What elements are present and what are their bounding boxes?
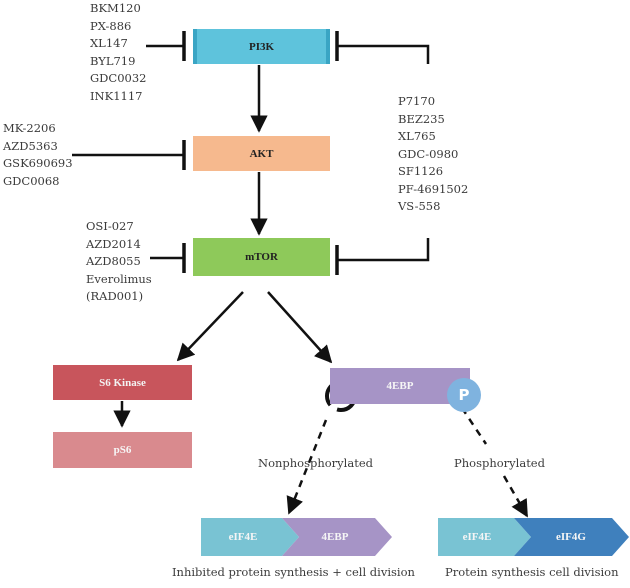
drug-label: Everolimus	[86, 271, 152, 286]
phosphate-icon: P	[447, 378, 481, 412]
mtor-label: mTOR	[245, 251, 278, 263]
dual-inhibitor-list: P7170 BEZ235 XL765 GDC-0980 SF1126 PF-46…	[398, 93, 468, 216]
4ebp-node: 4EBP	[330, 368, 470, 404]
eif4e-shape-left	[201, 518, 299, 556]
eif4g-shape	[514, 518, 629, 556]
drug-label: AZD2014	[86, 236, 141, 251]
inhibition-line	[337, 44, 430, 64]
pi3k-label: PI3K	[248, 40, 275, 53]
drug-label: MK-2206	[3, 121, 56, 135]
activation-arrow	[176, 291, 244, 362]
drug-label: GDC0032	[90, 71, 147, 85]
pi3k-node: PI3K	[193, 29, 330, 64]
drug-label: BKM120	[90, 1, 141, 15]
s6-kinase-node: S6 Kinase	[53, 365, 192, 400]
drug-label: PX-886	[90, 18, 132, 33]
drug-label: INK1117	[90, 88, 143, 103]
pi3k-inhibitor-list: BKM120 PX-886 XL147 BYL719 GDC0032 INK11…	[90, 0, 146, 105]
drug-label: GSK690693	[3, 156, 73, 170]
4ebp-complex-label: 4EBP	[321, 531, 349, 543]
dashed-arrow	[286, 419, 328, 515]
mtor-node: mTOR	[193, 238, 330, 276]
4ebp-shape	[282, 518, 392, 556]
drug-label: GDC-0980	[398, 146, 459, 161]
nonphosphorylated-label: Nonphosphorylated	[258, 456, 373, 470]
ps6-label: pS6	[113, 444, 132, 456]
eif4e-shape-right	[438, 518, 531, 556]
drug-label: XL765	[398, 129, 436, 143]
inhibition-line	[337, 238, 430, 262]
drug-label: VS-558	[398, 199, 441, 213]
ps6-node: pS6	[53, 432, 192, 468]
akt-node: AKT	[193, 136, 330, 171]
4ebp-label: 4EBP	[386, 380, 414, 392]
s6-kinase-label: S6 Kinase	[99, 376, 146, 389]
eif4e-left-label-box: eIF4E	[212, 518, 274, 556]
drug-label: AZD8055	[86, 254, 141, 268]
drug-label: OSI-027	[86, 219, 134, 233]
eif4e-right-label-box: eIF4E	[446, 518, 508, 556]
eif4e-label: eIF4E	[462, 531, 492, 543]
drug-label: BYL719	[90, 53, 136, 68]
activation-arrow	[267, 291, 333, 364]
left-outcome-caption: Inhibited protein synthesis + cell divis…	[172, 565, 415, 579]
drug-label: XL147	[90, 36, 128, 50]
eif4g-label: eIF4G	[556, 531, 586, 543]
drug-label: SF1126	[398, 164, 444, 178]
drug-label: BEZ235	[398, 111, 445, 126]
drug-label: GDC0068	[3, 173, 60, 188]
phosphate-label: P	[458, 386, 470, 404]
eif4g-label-box: eIF4G	[534, 518, 608, 556]
akt-label: AKT	[249, 147, 274, 160]
eif4e-label: eIF4E	[228, 531, 258, 543]
drug-label: AZD5363	[3, 138, 58, 153]
drug-label: (RAD001)	[86, 289, 144, 303]
4ebp-complex-label-box: 4EBP	[300, 518, 370, 556]
mtor-inhibitor-list: OSI-027 AZD2014 AZD8055 Everolimus (RAD0…	[86, 218, 152, 306]
drug-label: P7170	[398, 94, 436, 108]
drug-label: PF-4691502	[398, 181, 469, 196]
right-outcome-caption: Protein synthesis cell division	[445, 565, 619, 579]
phosphorylated-label: Phosphorylated	[454, 456, 545, 470]
akt-inhibitor-list: MK-2206 AZD5363 GSK690693 GDC0068	[3, 120, 73, 190]
